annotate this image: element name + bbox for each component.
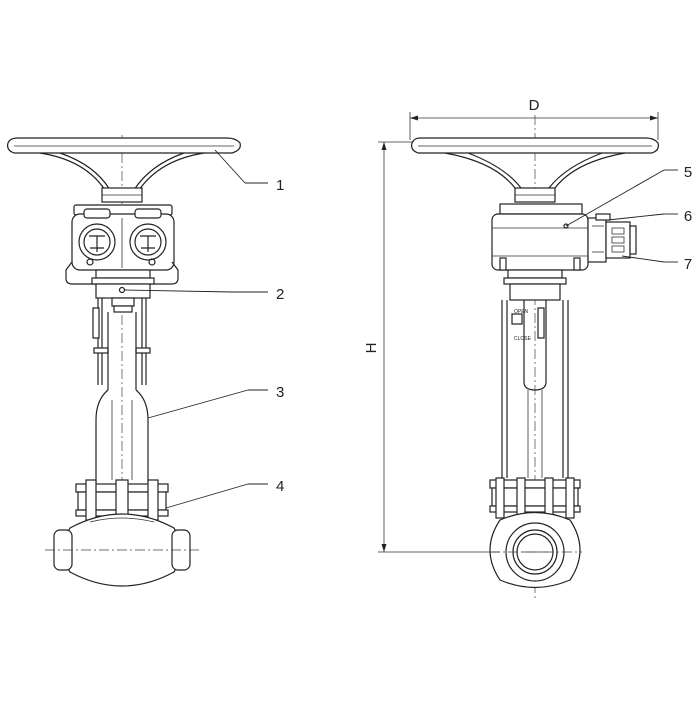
side-extension-bonnet	[523, 300, 547, 478]
front-view	[7, 135, 241, 587]
side-mounting-bracket	[501, 269, 569, 478]
callout-5-number: 5	[684, 164, 692, 181]
callout-5: 5	[565, 164, 692, 227]
dimension-d: D	[409, 97, 659, 140]
side-pipe-end	[489, 511, 581, 589]
front-body-flange	[75, 479, 169, 521]
dimension-d-label: D	[529, 97, 540, 114]
side-view: OPEN CLOSE	[411, 115, 659, 598]
side-gearbox	[491, 203, 589, 271]
indicator-open-label: OPEN	[514, 309, 529, 315]
callout-1-number: 1	[276, 177, 284, 194]
front-handwheel	[7, 137, 241, 203]
side-handwheel	[411, 137, 659, 203]
dimension-h-label: H	[363, 343, 380, 354]
callout-7: 7	[621, 255, 692, 273]
callout-2: 2	[123, 286, 284, 303]
dimension-h: H	[363, 141, 500, 553]
callout-1: 1	[214, 149, 284, 194]
callout-2-number: 2	[276, 286, 284, 303]
callout-3-number: 3	[276, 384, 284, 401]
callout-6: 6	[607, 208, 692, 225]
callout-3: 3	[147, 384, 284, 419]
front-mounting-bracket	[65, 261, 179, 385]
callout-4: 4	[165, 478, 284, 509]
callout-7-number: 7	[684, 256, 692, 273]
callout-6-number: 6	[684, 208, 692, 225]
callout-4-number: 4	[276, 478, 284, 495]
side-body-flange	[489, 477, 581, 519]
position-indicator-plate: OPEN CLOSE	[514, 309, 532, 342]
front-gearbox	[71, 204, 175, 271]
limit-switch-box	[587, 213, 637, 263]
front-extension-bonnet	[95, 312, 149, 482]
indicator-close-label: CLOSE	[514, 336, 532, 342]
